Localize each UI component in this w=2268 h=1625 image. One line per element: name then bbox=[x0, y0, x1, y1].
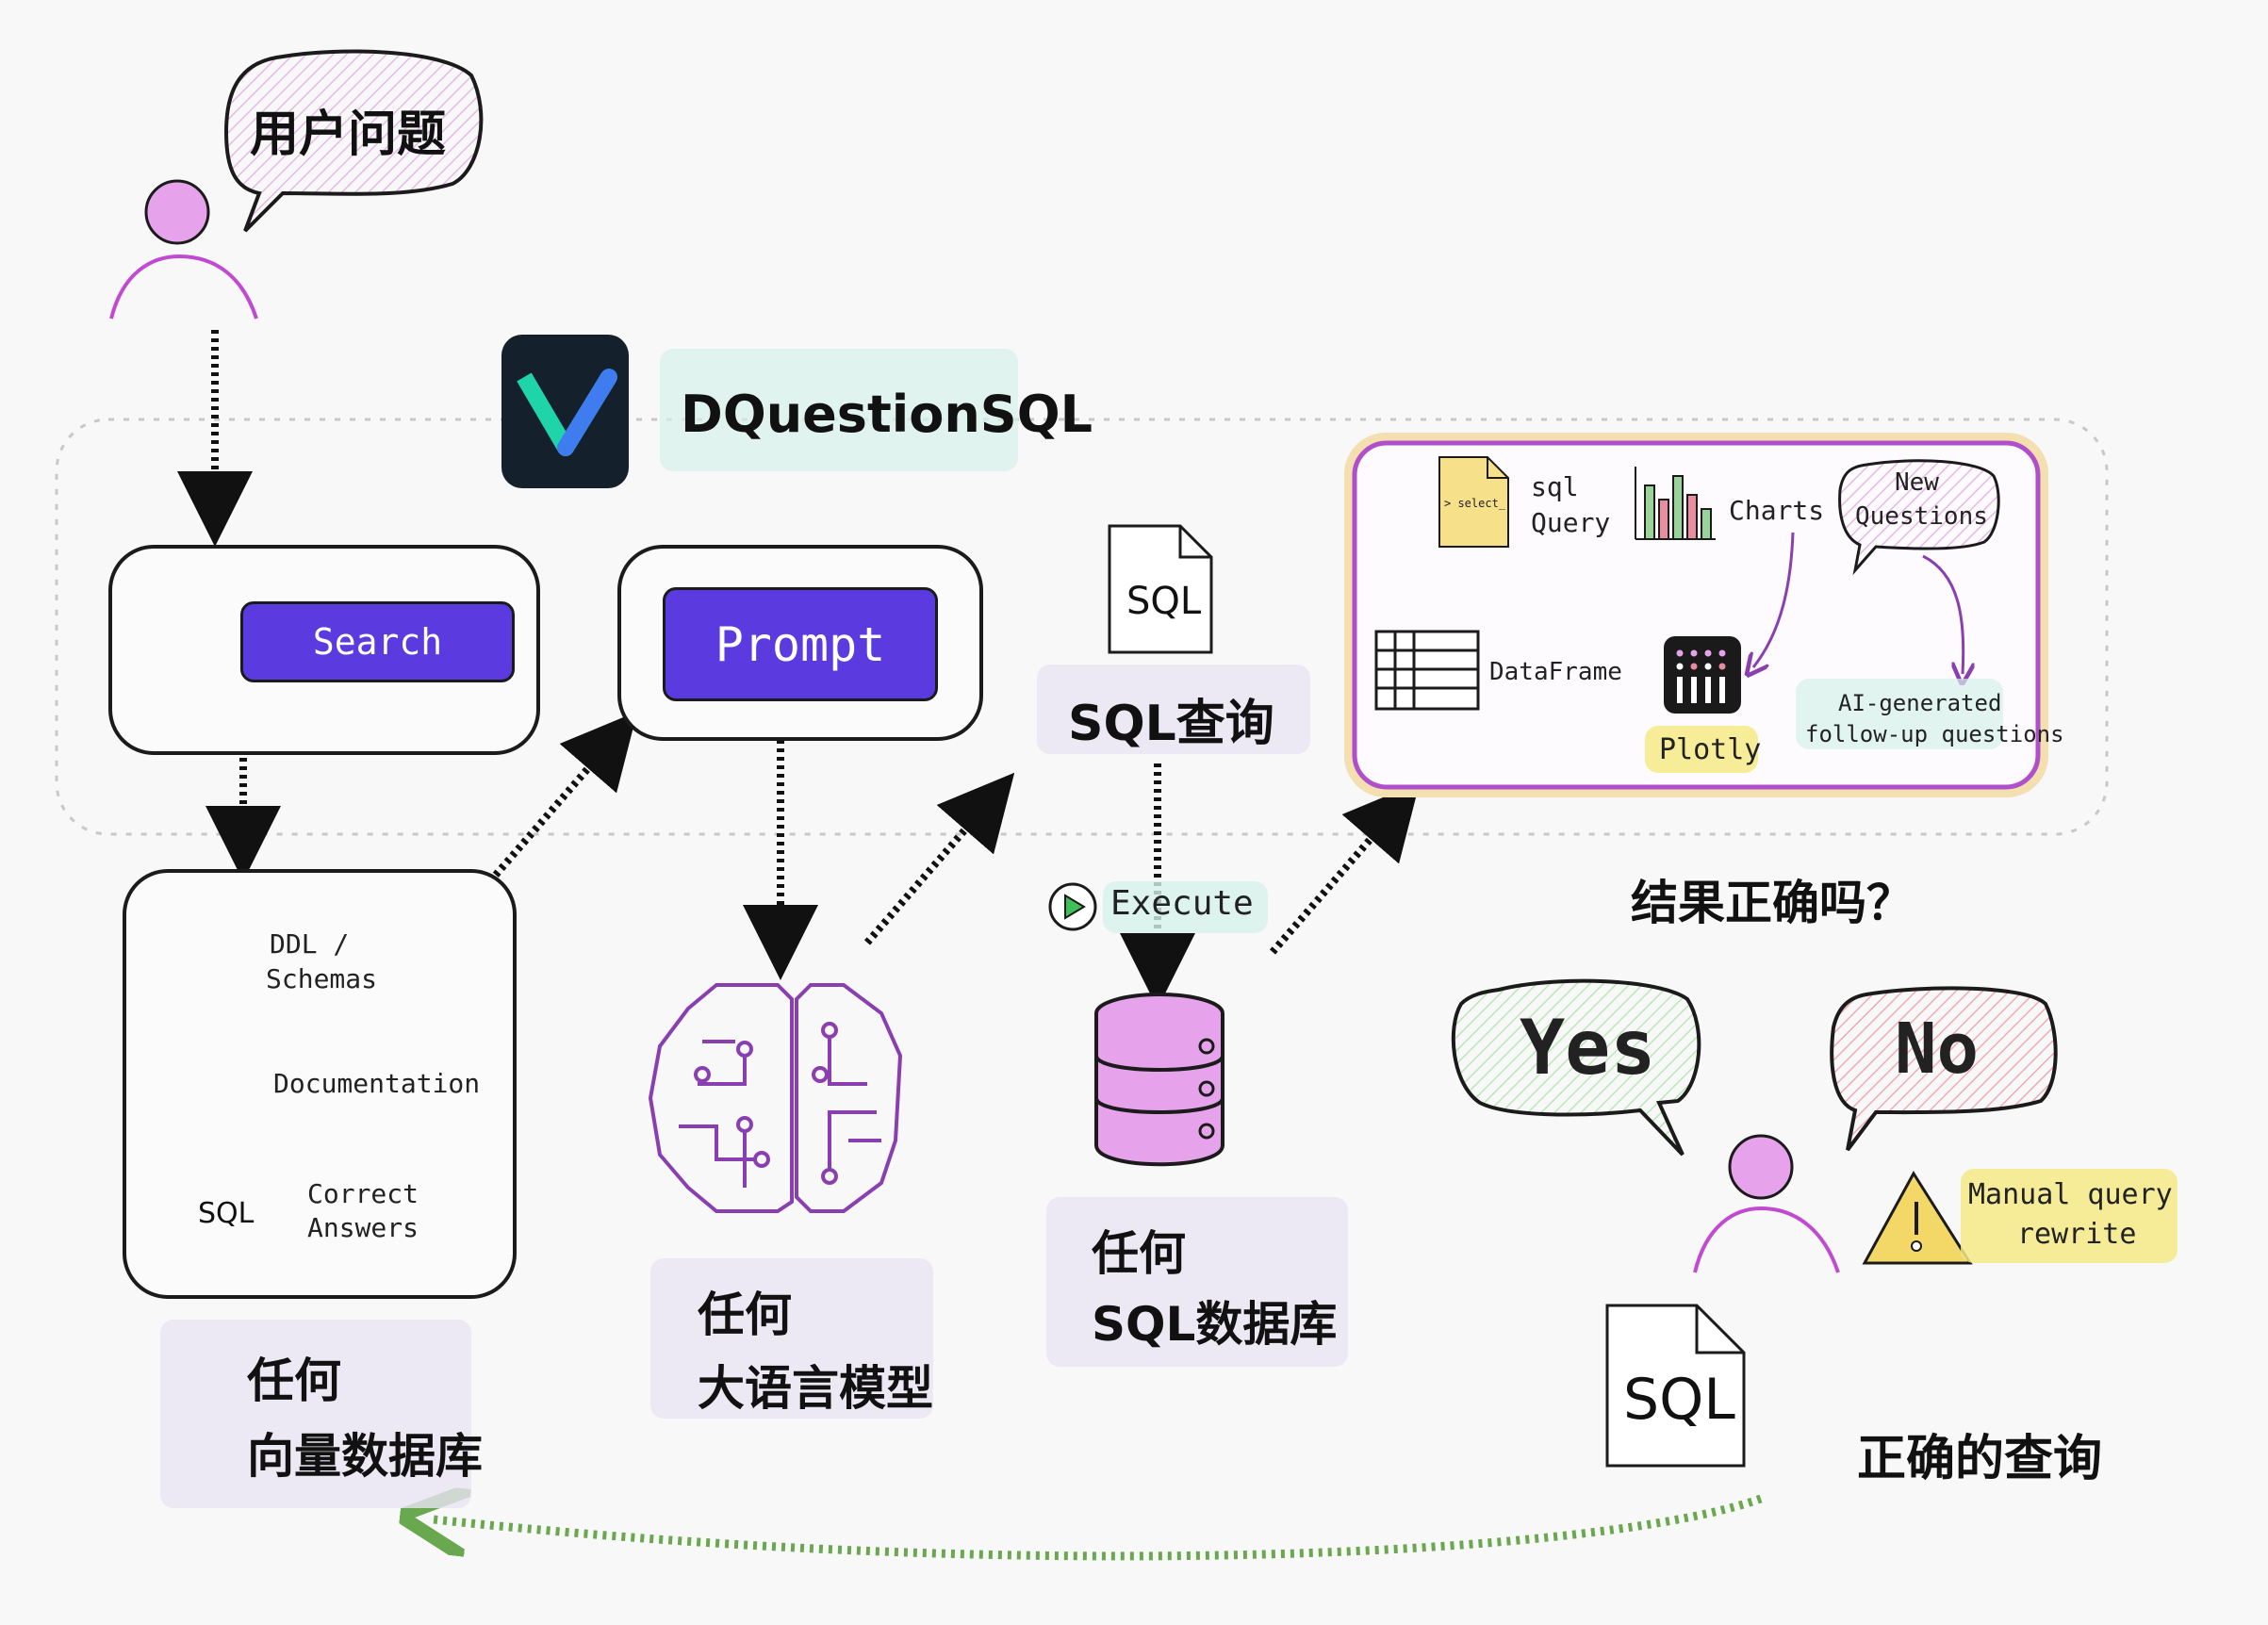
yes-bubble bbox=[1451, 978, 1701, 1157]
no-bubble bbox=[1830, 986, 2058, 1152]
pipeline-frame bbox=[55, 418, 2109, 836]
warning-icon bbox=[1862, 1171, 1973, 1265]
sql-query-file-label: SQL bbox=[1126, 580, 1202, 623]
plotly-icon bbox=[1664, 636, 1741, 714]
sql-file-icon-correct bbox=[1605, 1304, 1746, 1468]
highlight-logo-text bbox=[660, 349, 1018, 471]
results-ai-line2: follow-up questions bbox=[1805, 721, 2064, 747]
results-new-line1: New bbox=[1895, 468, 1939, 497]
prompt-button[interactable]: Prompt bbox=[663, 587, 938, 701]
flow-arrows bbox=[177, 330, 1421, 1009]
new-questions-bubble bbox=[1838, 459, 2000, 576]
correct-sql-file-label: SQL bbox=[1623, 1367, 1735, 1433]
charts-icon bbox=[1635, 467, 1716, 540]
user-question-label: 用户问题 bbox=[250, 107, 447, 163]
ddl-label-line1: DDL / bbox=[270, 928, 350, 960]
correct-answers-line1: Correct bbox=[307, 1178, 419, 1209]
results-sql-line2: Query bbox=[1531, 507, 1611, 538]
highlight-ai-questions bbox=[1796, 679, 2003, 749]
sql-file-snippet: > select_ bbox=[1444, 497, 1506, 510]
results-plotly-label: Plotly bbox=[1659, 733, 1762, 766]
user-icon bbox=[109, 179, 258, 320]
execute-play-icon bbox=[1048, 882, 1097, 931]
arrow-sources-to-prompt bbox=[486, 711, 638, 884]
highlight-plotly bbox=[1645, 726, 1758, 773]
feedback-arrow bbox=[434, 1499, 1763, 1561]
user-question-bubble bbox=[223, 49, 484, 233]
llm-caption-2: 大语言模型 bbox=[698, 1361, 933, 1416]
documentation-label: Documentation bbox=[273, 1068, 481, 1099]
arrow-llm-to-sql bbox=[863, 772, 1015, 945]
execute-label: Execute bbox=[1110, 884, 1254, 923]
highlight-execute bbox=[1103, 881, 1268, 933]
vector-db-caption-2: 向量数据库 bbox=[247, 1429, 483, 1484]
llm-brain-icon bbox=[648, 983, 903, 1213]
sql-file-icon-query bbox=[1108, 524, 1213, 654]
results-ai-line1: AI-generated bbox=[1838, 690, 2002, 716]
highlight-sql-db bbox=[1046, 1197, 1348, 1367]
results-panel bbox=[1352, 440, 2041, 790]
highlight-vector-db bbox=[160, 1320, 471, 1508]
is-correct-question: 结果正确吗？ bbox=[1631, 876, 1914, 930]
ddl-label-line2: Schemas bbox=[266, 963, 378, 994]
arrow-charts-to-plotly bbox=[1753, 532, 1795, 667]
arrow-db-to-results bbox=[1269, 781, 1421, 955]
sql-query-caption: SQL查询 bbox=[1068, 696, 1274, 752]
highlight-manual bbox=[1961, 1169, 2178, 1263]
manual-rewrite-line1: Manual query bbox=[1968, 1178, 2173, 1211]
product-name: DQuestionSQL bbox=[681, 385, 1093, 444]
yes-label[interactable]: Yes bbox=[1520, 1004, 1656, 1092]
sql-query-file-icon bbox=[1438, 456, 1509, 548]
results-sql-line1: sql bbox=[1531, 471, 1579, 502]
llm-caption-1: 任何 bbox=[698, 1288, 792, 1342]
sql-db-caption-2: SQL数据库 bbox=[1092, 1297, 1338, 1352]
dataframe-icon bbox=[1374, 630, 1480, 711]
correct-query-caption: 正确的查询 bbox=[1857, 1431, 2103, 1487]
sources-sql-file-label: SQL bbox=[198, 1197, 255, 1230]
results-dataframe-label: DataFrame bbox=[1489, 658, 1622, 686]
sql-db-caption-1: 任何 bbox=[1092, 1226, 1186, 1281]
results-charts-label: Charts bbox=[1729, 495, 1825, 526]
highlight-sql-query bbox=[1037, 665, 1310, 754]
no-label[interactable]: No bbox=[1895, 1009, 1980, 1090]
arrow-newq-to-ai bbox=[1922, 554, 1964, 674]
user-icon-review bbox=[1693, 1134, 1840, 1273]
search-button[interactable]: Search bbox=[240, 601, 515, 682]
vector-db-caption-1: 任何 bbox=[247, 1354, 341, 1408]
dquestionsql-logo bbox=[501, 335, 629, 488]
sources-card bbox=[123, 869, 517, 1299]
sql-database-icon bbox=[1094, 993, 1224, 1167]
highlight-llm bbox=[650, 1258, 933, 1419]
results-new-line2: Questions bbox=[1855, 502, 1988, 531]
correct-answers-line2: Answers bbox=[307, 1212, 419, 1243]
manual-rewrite-line2: rewrite bbox=[2017, 1218, 2137, 1251]
